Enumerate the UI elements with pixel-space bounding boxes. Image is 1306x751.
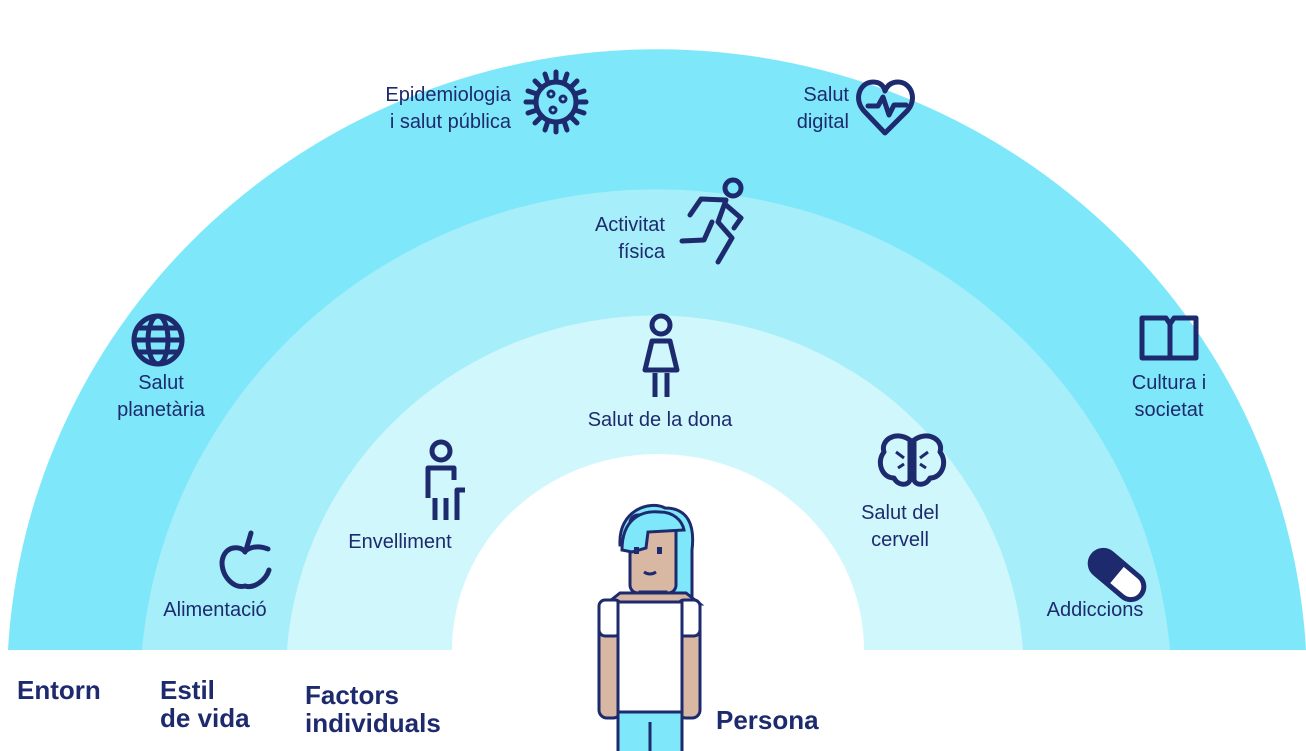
heart-pulse-icon	[856, 79, 915, 136]
label-alimentacio: Alimentació	[163, 599, 267, 621]
elderly-person-icon	[425, 439, 465, 520]
label-envelliment: Envelliment	[348, 531, 452, 553]
label-salut-dona: Salut de la dona	[587, 409, 733, 431]
apple-icon	[219, 530, 272, 590]
pill-icon	[1087, 547, 1147, 603]
ring-label-persona: Persona	[716, 705, 819, 735]
brain-icon	[877, 433, 947, 487]
woman-icon	[642, 313, 680, 397]
label-addiccions: Addiccions	[1046, 599, 1144, 621]
running-person-icon	[679, 177, 744, 265]
globe-icon	[131, 313, 185, 367]
book-icon	[1139, 315, 1199, 361]
virus-icon	[523, 69, 589, 135]
ring-label-entorn: Entorn	[17, 675, 101, 705]
person-illustration	[597, 503, 705, 751]
